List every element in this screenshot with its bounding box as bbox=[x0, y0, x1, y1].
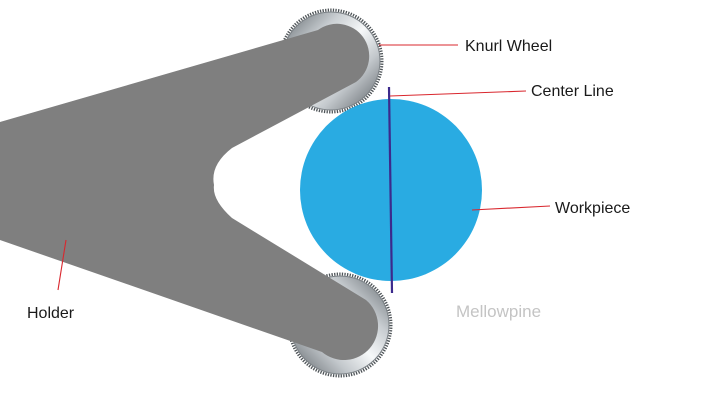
holder bbox=[0, 23, 379, 361]
holder-body bbox=[0, 23, 379, 361]
workpiece-leader-line bbox=[471, 205, 551, 211]
bottom-knurl-wheel-teeth bbox=[287, 272, 393, 378]
center-line-label: Center Line bbox=[531, 83, 614, 100]
center-line-leader-line bbox=[389, 90, 527, 97]
workpiece-label: Workpiece bbox=[555, 200, 630, 217]
center-line bbox=[387, 86, 394, 294]
holder-leader-line bbox=[57, 239, 67, 291]
holder-label: Holder bbox=[27, 305, 75, 322]
top-knurl-wheel-teeth bbox=[278, 8, 384, 114]
knurl-wheel-label: Knurl Wheel bbox=[465, 38, 552, 55]
watermark-text: Mellowpine bbox=[456, 302, 541, 321]
